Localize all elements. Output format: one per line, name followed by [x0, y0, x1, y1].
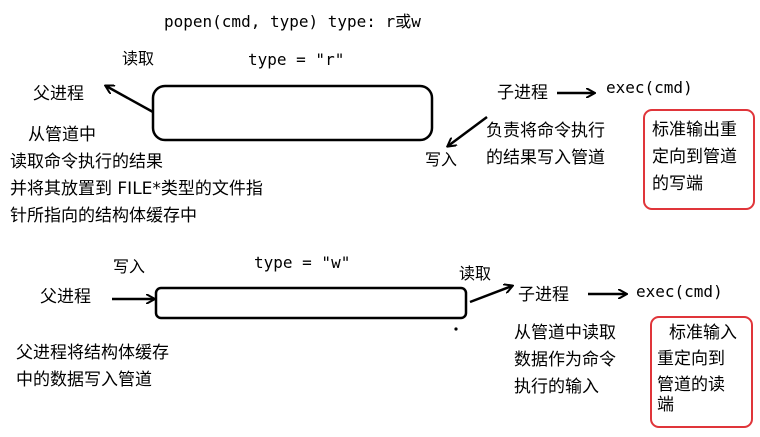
- arrow-pipe-to-parent-top: [106, 86, 154, 114]
- parent-process-label-bottom: 父进程: [40, 287, 91, 307]
- pipe-top: [151, 84, 434, 142]
- parent-desc-line: 父进程将结构体缓存: [16, 343, 169, 363]
- write-label-bottom: 写入: [113, 257, 146, 276]
- stray-dot: [454, 327, 458, 331]
- redirect-line: 端: [657, 395, 674, 415]
- parent-process-label-top: 父进程: [33, 84, 84, 104]
- redirect-line: 重定向到: [657, 349, 725, 369]
- arrow-pipe-to-child-bottom: [469, 286, 512, 304]
- parent-desc-line: 并将其放置到 FILE*类型的文件指: [10, 179, 263, 199]
- read-label-top: 读取: [122, 49, 155, 68]
- parent-desc-line: 从管道中: [28, 125, 96, 145]
- redirect-box-text: 标准输入 重定向到 管道的读 端: [657, 320, 737, 415]
- child-desc-line: 执行的输入: [514, 377, 599, 397]
- child-description-top: 负责将命令执行 的结果写入管道: [486, 118, 605, 172]
- redirect-line: 定向到管道: [652, 147, 737, 167]
- child-process-label-bottom: 子进程: [518, 285, 569, 305]
- redirect-line: 的写端: [652, 174, 703, 194]
- child-desc-line: 负责将命令执行: [486, 121, 605, 141]
- child-desc-line: 的结果写入管道: [486, 148, 605, 168]
- redirect-line: 标准输入: [669, 323, 737, 343]
- parent-desc-line: 读取命令执行的结果: [10, 152, 163, 172]
- child-desc-line: 从管道中读取: [514, 323, 616, 343]
- write-label-top: 写入: [425, 150, 458, 169]
- redirect-box-text: 标准输出重 定向到管道 的写端: [652, 117, 737, 198]
- parent-desc-line: 中的数据写入管道: [16, 370, 152, 390]
- redirect-line: 管道的读: [657, 375, 725, 395]
- parent-desc-line: 针所指向的结构体缓存中: [10, 206, 197, 226]
- exec-label-top: exec(cmd): [606, 78, 693, 97]
- child-process-label-top: 子进程: [497, 83, 548, 103]
- parent-description-bottom: 父进程将结构体缓存 中的数据写入管道: [16, 340, 169, 394]
- redirect-line: 标准输出重: [652, 120, 737, 140]
- parent-description-top: 从管道中 读取命令执行的结果 并将其放置到 FILE*类型的文件指 针所指向的结…: [10, 122, 263, 230]
- arrow-child-to-pipe-top: [448, 115, 488, 146]
- stdin-redirect-box: 标准输入 重定向到 管道的读 端: [650, 316, 753, 428]
- child-desc-line: 数据作为命令: [514, 350, 616, 370]
- stdout-redirect-box: 标准输出重 定向到管道 的写端: [643, 109, 755, 210]
- child-description-bottom: 从管道中读取 数据作为命令 执行的输入: [514, 320, 616, 401]
- type-r-label: type = "r": [248, 50, 345, 69]
- exec-label-bottom: exec(cmd): [636, 282, 723, 301]
- page-title: popen(cmd, type) type: r或w: [164, 12, 421, 31]
- pipe-bottom: [154, 286, 468, 320]
- type-w-label: type = "w": [254, 253, 351, 272]
- read-label-bottom: 读取: [459, 264, 492, 283]
